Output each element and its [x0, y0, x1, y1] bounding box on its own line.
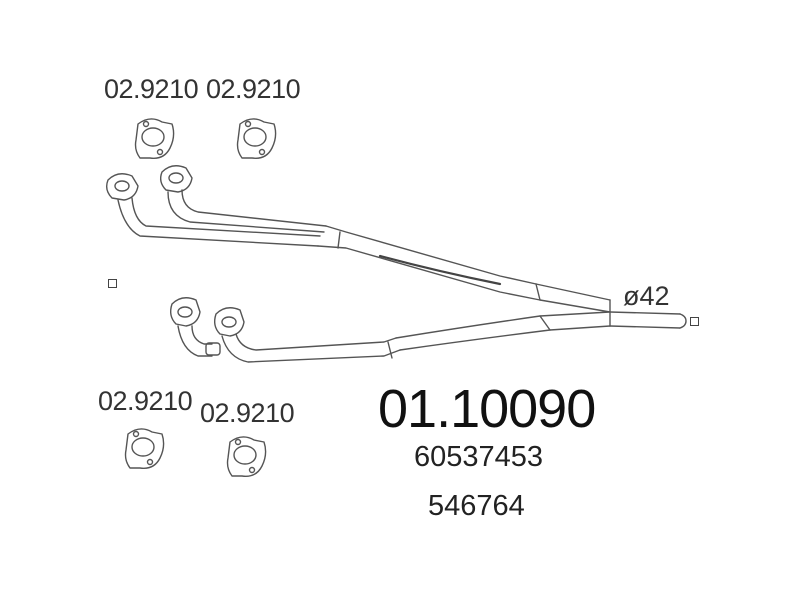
- gasket-top-left: [134, 118, 175, 159]
- gasket-bottom-right: [226, 436, 267, 477]
- gasket-part-label: 02.9210: [206, 74, 301, 104]
- gasket-part-label: 02.9210: [200, 398, 295, 428]
- part-number: 01.10090: [378, 379, 596, 439]
- outlet-pipe: [609, 299, 687, 329]
- gasket-bottom-left: [124, 428, 165, 469]
- upper-pipe-branch: [105, 165, 611, 313]
- gasket-part-label: 02.9210: [104, 74, 199, 104]
- marker-square-left: [108, 279, 117, 288]
- marker-square-right: [690, 317, 699, 326]
- pipe-diameter-label: ø42: [623, 281, 670, 311]
- oem-reference-2: 546764: [428, 490, 525, 522]
- oem-reference-1: 60537453: [414, 441, 544, 473]
- lower-pipe-branch: [169, 297, 611, 363]
- gasket-top-right: [236, 118, 277, 159]
- gasket-part-label: 02.9210: [98, 386, 193, 416]
